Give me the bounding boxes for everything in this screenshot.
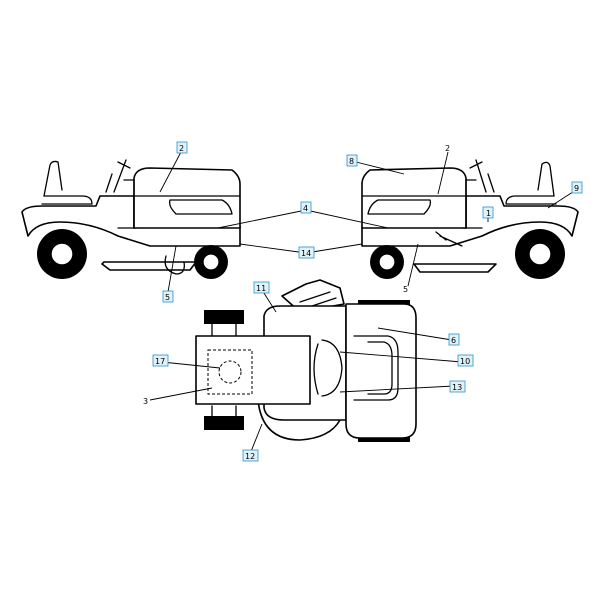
rear-wheel-top [204,310,244,324]
callouts: 2 8 2 9 1 4 14 5 5 11 6 17 10 [143,141,583,462]
mower-deck [101,261,197,271]
callout-12: 12 [245,452,255,461]
seat-back [537,161,555,197]
mower-deck [413,263,497,273]
seat-back [43,160,63,197]
tractor-left-side-view [21,159,241,279]
hood-panel [361,195,467,215]
callout-11: 11 [256,284,266,293]
callout-2-left: 2 [179,144,184,153]
hood-top [345,303,417,439]
hood [361,167,467,229]
callout-4: 4 [303,204,308,213]
callout-10: 10 [460,357,470,366]
tractor-top-view [195,279,417,442]
tractor-right-side-view [361,159,579,279]
callout-17: 17 [155,357,165,366]
steering-wheel [469,159,495,193]
callout-5-right: 5 [403,285,408,294]
seat-top [195,335,311,405]
callout-2-right: 2 [445,144,450,153]
callout-1: 1 [486,209,491,218]
callout-9: 9 [574,184,579,193]
label-area [207,349,253,395]
callout-14: 14 [301,249,311,258]
hood [133,167,241,229]
callout-8: 8 [349,157,354,166]
callout-3: 3 [143,397,148,406]
seat-cushion [41,195,93,205]
callout-13: 13 [452,383,462,392]
callout-5-left: 5 [165,293,170,302]
callout-6: 6 [451,336,456,345]
rear-wheel-top [204,416,244,430]
hood-panel [133,195,241,215]
seat-cushion [505,195,557,205]
hood-vent [353,335,399,401]
steering-wheel [105,159,131,193]
